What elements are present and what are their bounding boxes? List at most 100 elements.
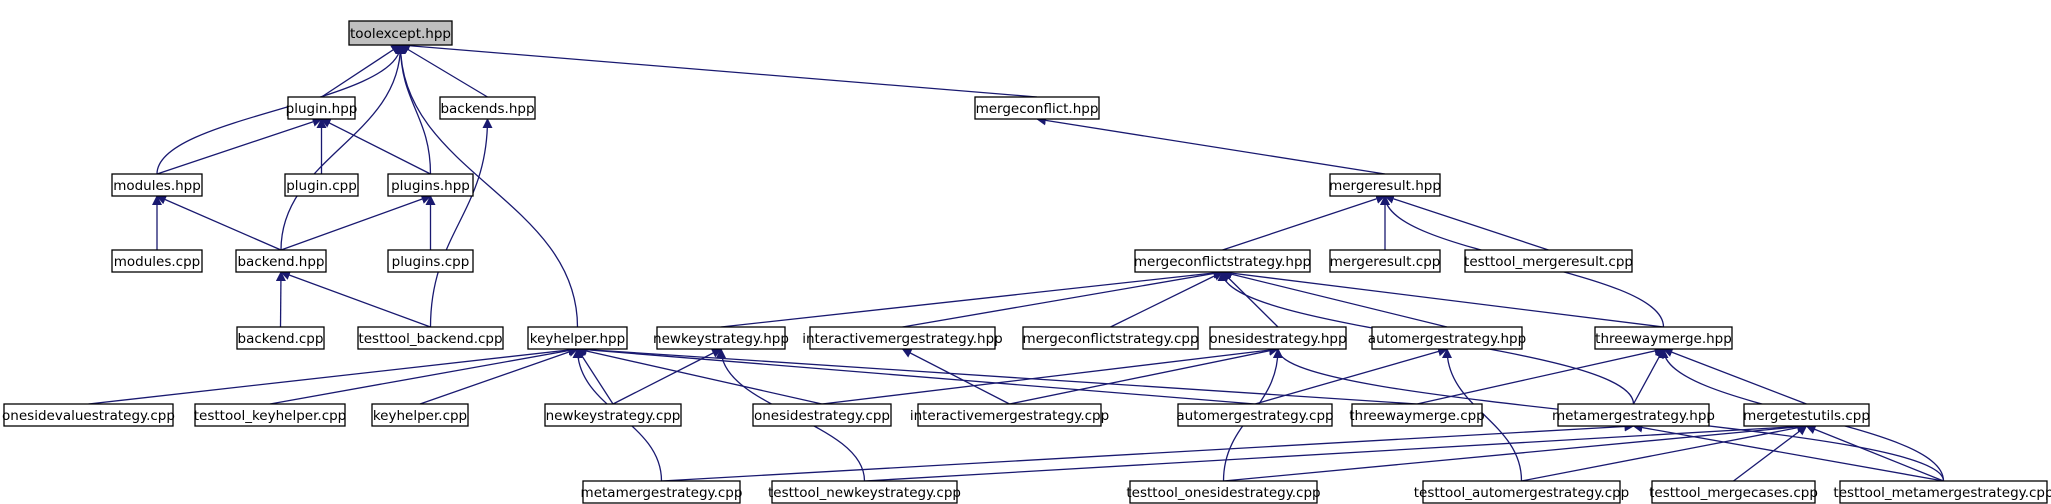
node-plugins-cpp[interactable]: plugins.cpp bbox=[387, 249, 474, 273]
node-backend-hpp[interactable]: backend.hpp bbox=[235, 249, 327, 273]
node-box[interactable] bbox=[111, 173, 203, 197]
node-box[interactable] bbox=[974, 96, 1100, 120]
node-label[interactable]: plugin.cpp bbox=[286, 178, 357, 194]
node-label[interactable]: mergeresult.cpp bbox=[1330, 254, 1441, 270]
node-label[interactable]: plugins.hpp bbox=[391, 178, 470, 194]
node-box[interactable] bbox=[1351, 403, 1483, 427]
node-onesidestrategy-hpp[interactable]: onesidestrategy.hpp bbox=[1209, 326, 1347, 350]
node-box[interactable] bbox=[387, 173, 474, 197]
node-label[interactable]: interactivemergestrategy.hpp bbox=[802, 331, 1003, 347]
node-threewaymerge-hpp[interactable]: threewaymerge.hpp bbox=[1594, 326, 1733, 350]
node-label[interactable]: plugins.cpp bbox=[392, 254, 470, 270]
node-newkeystrategy-hpp[interactable]: newkeystrategy.hpp bbox=[653, 326, 789, 350]
node-box[interactable] bbox=[111, 249, 203, 273]
node-metamergestrategy-cpp[interactable]: metamergestrategy.cpp bbox=[581, 480, 743, 504]
node-label[interactable]: newkeystrategy.hpp bbox=[653, 331, 789, 347]
node-backends-hpp[interactable]: backends.hpp bbox=[439, 96, 536, 120]
node-toolexcept[interactable]: toolexcept.hpp bbox=[348, 20, 453, 46]
node-box[interactable] bbox=[1209, 326, 1347, 350]
node-label[interactable]: testtool_keyhelper.cpp bbox=[194, 408, 347, 424]
node-testtool-metamergestrategy-cpp[interactable]: testtool_metamergestrategy.cpp bbox=[1833, 480, 2051, 504]
node-label[interactable]: testtool_onesidestrategy.cpp bbox=[1126, 485, 1320, 501]
node-plugin-hpp[interactable]: plugin.hpp bbox=[286, 96, 358, 120]
node-label[interactable]: mergeconflictstrategy.hpp bbox=[1134, 254, 1311, 270]
node-box[interactable] bbox=[527, 326, 628, 350]
node-interactivemergestrategy-cpp[interactable]: interactivemergestrategy.cpp bbox=[910, 403, 1109, 427]
node-box[interactable] bbox=[287, 96, 356, 120]
node-box[interactable] bbox=[1557, 403, 1710, 427]
node-label[interactable]: mergeconflict.hpp bbox=[976, 101, 1099, 117]
node-box[interactable] bbox=[236, 326, 325, 350]
node-box[interactable] bbox=[809, 326, 996, 350]
node-label[interactable]: onesidevaluestrategy.cpp bbox=[2, 408, 175, 424]
node-onesidevaluestrategy-cpp[interactable]: onesidevaluestrategy.cpp bbox=[2, 403, 175, 427]
node-modules-hpp[interactable]: modules.hpp bbox=[111, 173, 203, 197]
node-box[interactable] bbox=[656, 326, 786, 350]
node-label[interactable]: modules.cpp bbox=[114, 254, 200, 270]
node-label[interactable]: mergeresult.hpp bbox=[1329, 178, 1441, 194]
node-label[interactable]: testtool_automergestrategy.cpp bbox=[1414, 485, 1630, 501]
node-backend-cpp[interactable]: backend.cpp bbox=[236, 326, 325, 350]
node-label[interactable]: threewaymerge.cpp bbox=[1349, 408, 1485, 424]
node-label[interactable]: metamergestrategy.hpp bbox=[1552, 408, 1715, 424]
node-mergeconflict-hpp[interactable]: mergeconflict.hpp bbox=[974, 96, 1100, 120]
node-testtool-mergecases-cpp[interactable]: testtool_mergecases.cpp bbox=[1649, 480, 1818, 504]
node-box[interactable] bbox=[357, 326, 504, 350]
node-label[interactable]: onesidestrategy.cpp bbox=[754, 408, 890, 424]
node-box[interactable] bbox=[1464, 249, 1633, 273]
node-label[interactable]: testtool_metamergestrategy.cpp bbox=[1833, 485, 2051, 501]
node-box[interactable] bbox=[1371, 326, 1523, 350]
node-testtool-mergeresult-cpp[interactable]: testtool_mergeresult.cpp bbox=[1464, 249, 1633, 273]
node-box[interactable] bbox=[1651, 480, 1816, 504]
node-box[interactable] bbox=[1329, 249, 1441, 273]
node-label[interactable]: automergestrategy.hpp bbox=[1368, 331, 1526, 347]
node-box[interactable] bbox=[771, 480, 958, 504]
node-label[interactable]: threewaymerge.hpp bbox=[1595, 331, 1732, 347]
node-modules-cpp[interactable]: modules.cpp bbox=[111, 249, 203, 273]
node-box[interactable] bbox=[3, 403, 174, 427]
node-label[interactable]: mergeconflictstrategy.cpp bbox=[1022, 331, 1198, 347]
node-onesidestrategy-cpp[interactable]: onesidestrategy.cpp bbox=[752, 403, 892, 427]
node-box[interactable] bbox=[1422, 480, 1621, 504]
node-mergeresult-hpp[interactable]: mergeresult.hpp bbox=[1329, 173, 1441, 197]
node-label[interactable]: newkeystrategy.cpp bbox=[546, 408, 681, 424]
node-testtool-onesidestrategy-cpp[interactable]: testtool_onesidestrategy.cpp bbox=[1126, 480, 1321, 504]
node-label[interactable]: modules.hpp bbox=[113, 178, 201, 194]
node-automergestrategy-cpp[interactable]: automergestrategy.cpp bbox=[1176, 403, 1334, 427]
node-box[interactable] bbox=[1177, 403, 1333, 427]
node-mergeresult-cpp[interactable]: mergeresult.cpp bbox=[1329, 249, 1441, 273]
node-box[interactable] bbox=[439, 96, 536, 120]
node-label[interactable]: testtool_newkeystrategy.cpp bbox=[768, 485, 961, 501]
node-automergestrategy-hpp[interactable]: automergestrategy.hpp bbox=[1368, 326, 1526, 350]
node-box[interactable] bbox=[544, 403, 682, 427]
node-box[interactable] bbox=[917, 403, 1102, 427]
node-label[interactable]: backend.cpp bbox=[238, 331, 324, 347]
node-box[interactable] bbox=[1022, 326, 1199, 350]
node-interactivemergestrategy-hpp[interactable]: interactivemergestrategy.hpp bbox=[802, 326, 1003, 350]
node-testtool-backend-cpp[interactable]: testtool_backend.cpp bbox=[357, 326, 504, 350]
node-threewaymerge-cpp[interactable]: threewaymerge.cpp bbox=[1349, 403, 1485, 427]
node-testtool-newkeystrategy-cpp[interactable]: testtool_newkeystrategy.cpp bbox=[768, 480, 961, 504]
node-label[interactable]: testtool_mergecases.cpp bbox=[1649, 485, 1818, 501]
node-box[interactable] bbox=[387, 249, 474, 273]
node-label[interactable]: backends.hpp bbox=[440, 101, 534, 117]
node-box[interactable] bbox=[284, 173, 359, 197]
node-box[interactable] bbox=[371, 403, 469, 427]
node-box[interactable] bbox=[1129, 480, 1318, 504]
node-plugins-hpp[interactable]: plugins.hpp bbox=[387, 173, 474, 197]
node-testtool-automergestrategy-cpp[interactable]: testtool_automergestrategy.cpp bbox=[1414, 480, 1630, 504]
node-box[interactable] bbox=[235, 249, 327, 273]
node-label[interactable]: mergetestutils.cpp bbox=[1743, 408, 1870, 424]
node-label[interactable]: onesidestrategy.hpp bbox=[1209, 331, 1346, 347]
node-box[interactable] bbox=[1594, 326, 1733, 350]
node-mergeconflictstrategy-cpp[interactable]: mergeconflictstrategy.cpp bbox=[1022, 326, 1199, 350]
node-metamergestrategy-hpp[interactable]: metamergestrategy.hpp bbox=[1552, 403, 1715, 427]
node-label[interactable]: keyhelper.hpp bbox=[530, 331, 625, 347]
node-label[interactable]: automergestrategy.cpp bbox=[1176, 408, 1333, 424]
node-newkeystrategy-cpp[interactable]: newkeystrategy.cpp bbox=[544, 403, 682, 427]
node-box[interactable] bbox=[1134, 249, 1311, 273]
node-label[interactable]: metamergestrategy.cpp bbox=[581, 485, 743, 501]
node-box[interactable] bbox=[1743, 403, 1870, 427]
node-box[interactable] bbox=[752, 403, 892, 427]
node-mergeconflictstrategy-hpp[interactable]: mergeconflictstrategy.hpp bbox=[1134, 249, 1311, 273]
